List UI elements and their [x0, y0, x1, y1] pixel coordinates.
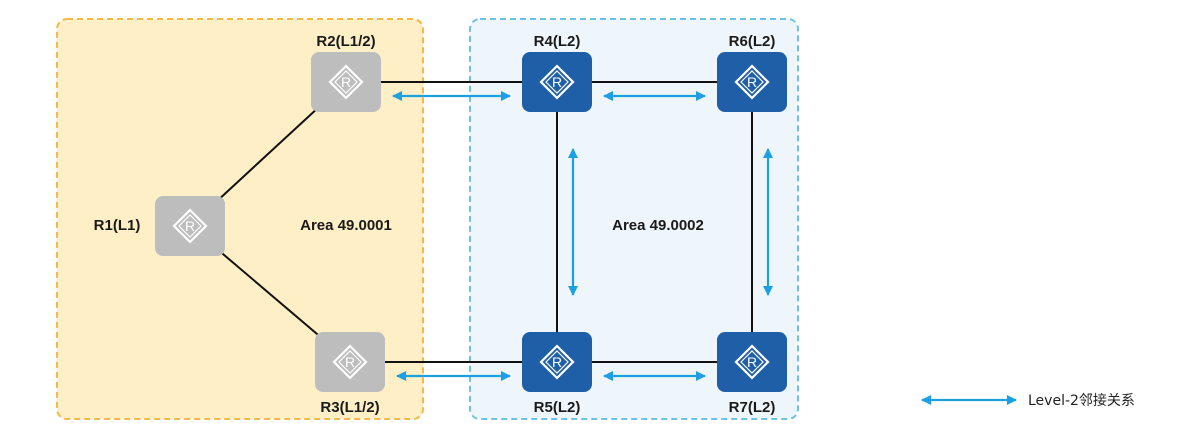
router-label-r2: R2(L1/2) [316, 33, 375, 50]
router-r7[interactable]: R [717, 332, 787, 392]
router-label-r7: R7(L2) [729, 399, 776, 416]
legend-label: Level-2邻接关系 [1028, 392, 1135, 409]
router-r6[interactable]: R [717, 52, 787, 112]
router-icon: R [734, 64, 770, 100]
router-r4[interactable]: R [522, 52, 592, 112]
legend: Level-2邻接关系 [921, 392, 1135, 409]
router-icon-letter: R [345, 354, 355, 370]
router-icon-letter: R [185, 218, 195, 234]
router-r5[interactable]: R [522, 332, 592, 392]
router-icon-letter: R [747, 354, 757, 370]
router-label-r6: R6(L2) [729, 33, 776, 50]
router-r3[interactable]: R [315, 332, 385, 392]
router-icon-letter: R [552, 74, 562, 90]
router-body [522, 332, 592, 392]
router-icon: R [328, 64, 364, 100]
router-body [717, 52, 787, 112]
router-icon: R [172, 208, 208, 244]
area-49-0001: Area 49.0001 [56, 18, 424, 420]
router-label-r4: R4(L2) [534, 33, 581, 50]
router-icon: R [539, 344, 575, 380]
router-icon-letter: R [552, 354, 562, 370]
area-49-0002-label: Area 49.0002 [612, 217, 704, 234]
router-icon: R [332, 344, 368, 380]
router-body [522, 52, 592, 112]
router-body [717, 332, 787, 392]
router-icon: R [539, 64, 575, 100]
router-body [311, 52, 381, 112]
area-49-0002: Area 49.0002 [469, 18, 799, 420]
router-r2[interactable]: R [311, 52, 381, 112]
area-49-0001-label: Area 49.0001 [300, 217, 392, 234]
router-icon-letter: R [747, 74, 757, 90]
router-r1[interactable]: R [155, 196, 225, 256]
router-label-r5: R5(L2) [534, 399, 581, 416]
router-icon: R [734, 344, 770, 380]
routers: R R R R R R R [155, 52, 787, 392]
router-label-r3: R3(L1/2) [320, 399, 379, 416]
router-label-r1: R1(L1) [94, 217, 141, 234]
router-body [155, 196, 225, 256]
router-icon-letter: R [341, 74, 351, 90]
level-2-adjacency-arrows [392, 91, 773, 381]
router-body [315, 332, 385, 392]
